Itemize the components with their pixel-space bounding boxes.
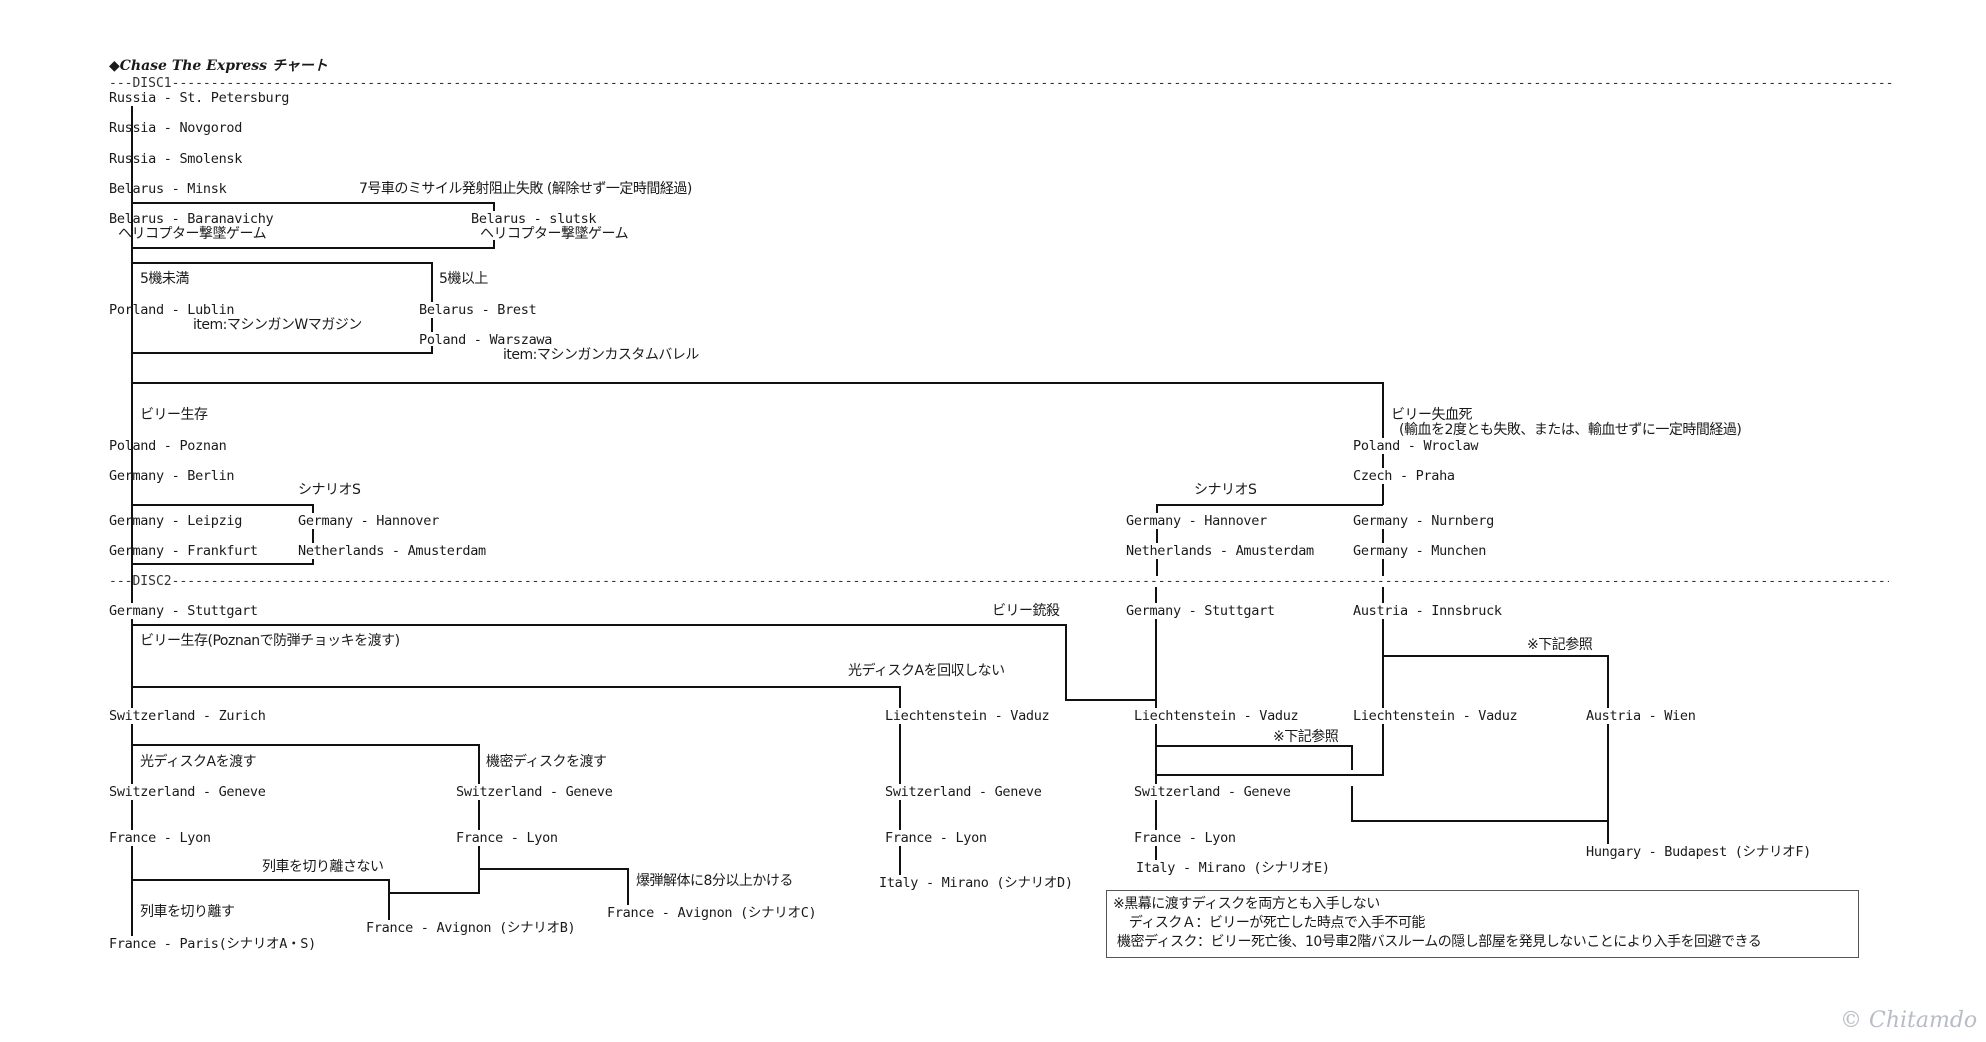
label-give-disc-a: 光ディスクAを渡す — [140, 754, 257, 770]
node-mirano-d: Italy - Mirano (シナリオD) — [879, 875, 1073, 891]
label-heli-game-2: ヘリコプター撃墜ゲーム — [480, 226, 629, 242]
node-smolensk: Russia - Smolensk — [109, 151, 243, 167]
label-see-below-2: ※下記参照 — [1273, 729, 1339, 745]
node-avignon-c: France - Avignon (シナリオC) — [607, 905, 817, 921]
connector-merge-slutsk-back — [132, 240, 495, 249]
connector-branch-bleed — [132, 382, 1384, 438]
label-item-barrel: item:マシンガンカスタムバレル — [503, 347, 699, 363]
node-geneve-3: Switzerland - Geneve — [885, 784, 1042, 800]
node-lublin: Porland - Lublin — [109, 302, 235, 318]
label-billy-alive: ビリー生存 — [140, 407, 208, 423]
connector-branch-wien — [1383, 655, 1609, 708]
connector-branch-keep-train — [132, 879, 390, 893]
node-hannover-2: Germany - Hannover — [1126, 513, 1267, 529]
node-geneve-4: Switzerland - Geneve — [1134, 784, 1291, 800]
footnote-line-1: ※黒幕に渡すディスクを両方とも入手しない — [1113, 896, 1380, 912]
label-under-5: 5機未満 — [140, 271, 189, 287]
node-vaduz-3: Liechtenstein - Vaduz — [1353, 708, 1518, 724]
label-bomb-8min: 爆弾解体に8分以上かける — [636, 873, 793, 889]
node-budapest: Hungary - Budapest (シナリオF) — [1586, 844, 1812, 860]
node-warszawa: Poland - Warszawa — [419, 332, 553, 348]
node-stuttgart-1: Germany - Stuttgart — [109, 603, 258, 619]
connector-merge-warszawa — [132, 346, 433, 354]
copyright-watermark: © Chitamdo — [1840, 1008, 1978, 1033]
node-praha: Czech - Praha — [1353, 468, 1455, 484]
node-amsterdam-2: Netherlands - Amusterdam — [1126, 543, 1314, 559]
connector-branch-secret-disc — [132, 744, 480, 784]
node-berlin: Germany - Berlin — [109, 468, 235, 484]
node-frankfurt: Germany - Frankfurt — [109, 543, 258, 559]
node-hannover-1: Germany - Hannover — [298, 513, 439, 529]
node-mirano-e: Italy - Mirano (シナリオE) — [1136, 860, 1330, 876]
node-innsbruck: Austria - Innsbruck — [1353, 603, 1502, 619]
node-avignon-b: France - Avignon (シナリオB) — [366, 920, 576, 936]
node-novgorod: Russia - Novgorod — [109, 120, 243, 136]
label-over-5: 5機以上 — [439, 271, 488, 287]
label-missile-fail: 7号車のミサイル発射阻止失敗 (解除せず一定時間経過) — [359, 181, 692, 197]
connector-branch-brest — [132, 262, 433, 302]
node-geneve-1: Switzerland - Geneve — [109, 784, 266, 800]
node-poznan: Poland - Poznan — [109, 438, 227, 454]
label-billy-bleed: ビリー失血死 — [1391, 407, 1473, 423]
label-give-secret-disc: 機密ディスクを渡す — [486, 754, 607, 770]
connector-bleed-scenario-s — [1156, 504, 1383, 513]
title-text: Chase The Express チャート — [119, 58, 328, 74]
footnote-line-3: 機密ディスク：ビリー死亡後、10号車2階バスルームの隠し部屋を発見しないことによ… — [1113, 934, 1762, 950]
connector-lyon2-down — [388, 846, 480, 920]
node-lyon-3: France - Lyon — [885, 830, 987, 846]
disc1-separator: ---DISC1--------------------------------… — [109, 77, 1894, 91]
node-wien: Austria - Wien — [1586, 708, 1696, 724]
diamond-icon: ◆ — [109, 58, 120, 74]
node-stuttgart-2: Germany - Stuttgart — [1126, 603, 1275, 619]
node-amsterdam-1: Netherlands - Amusterdam — [298, 543, 486, 559]
chart-title: ◆Chase The Express チャート — [109, 55, 328, 75]
footnote-box: ※黒幕に渡すディスクを両方とも入手しない ディスクＡ：ビリーが死亡した時点で入手… — [1106, 890, 1859, 958]
label-no-disc-a: 光ディスクAを回収しない — [848, 663, 1005, 679]
node-leipzig: Germany - Leipzig — [109, 513, 243, 529]
node-munchen: Germany - Munchen — [1353, 543, 1487, 559]
label-scenario-s-1: シナリオS — [298, 482, 361, 498]
dash-fill: ----------------------------------------… — [171, 77, 1894, 91]
label-scenario-s-2: シナリオS — [1194, 482, 1257, 498]
label-keep-train: 列車を切り離さない — [262, 859, 384, 875]
node-wroclaw: Poland - Wroclaw — [1353, 438, 1479, 454]
disc2-separator: ---DISC2--------------------------------… — [109, 575, 1889, 589]
connector-branch-bomb — [479, 868, 629, 905]
connector-branch-see-below — [1156, 745, 1353, 770]
connector-vaduz3-down — [1156, 724, 1384, 776]
connector-branch-scenario-s — [132, 504, 314, 513]
node-vaduz-2: Liechtenstein - Vaduz — [1134, 708, 1299, 724]
node-baranavichy: Belarus - Baranavichy — [109, 211, 274, 227]
node-geneve-2: Switzerland - Geneve — [456, 784, 613, 800]
label-billy-alive-vest: ビリー生存(Poznanで防弾チョッキを渡す) — [140, 633, 400, 649]
node-vaduz-1: Liechtenstein - Vaduz — [885, 708, 1050, 724]
node-lyon-1: France - Lyon — [109, 830, 211, 846]
node-st-petersburg: Russia - St. Petersburg — [109, 90, 290, 106]
connector-branch-slutsk — [132, 202, 495, 211]
label-heli-game-1: ヘリコプター撃墜ゲーム — [118, 226, 267, 242]
connector-branch-billy-shot — [132, 624, 1156, 701]
connector-merge-amsterdam1 — [132, 559, 314, 565]
node-slutsk: Belarus - slutsk — [471, 211, 597, 227]
node-brest: Belarus - Brest — [419, 302, 537, 318]
label-item-magazine: item:マシンガンWマガジン — [193, 317, 362, 333]
label-billy-shot: ビリー銃殺 — [992, 603, 1060, 619]
node-zurich: Switzerland - Zurich — [109, 708, 266, 724]
connector-see-below-to-budapest — [1351, 786, 1608, 822]
footnote-line-2: ディスクＡ：ビリーが死亡した時点で入手不可能 — [1113, 915, 1426, 931]
label-see-below-1: ※下記参照 — [1527, 637, 1593, 653]
dash-fill: ----------------------------------------… — [171, 575, 1889, 589]
label-detach-train: 列車を切り離す — [140, 904, 235, 920]
node-minsk: Belarus - Minsk — [109, 181, 227, 197]
node-lyon-2: France - Lyon — [456, 830, 558, 846]
node-lyon-4: France - Lyon — [1134, 830, 1236, 846]
node-nurnberg: Germany - Nurnberg — [1353, 513, 1494, 529]
label-billy-bleed-note: (輸血を2度とも失敗、または、輸血せずに一定時間経過) — [1399, 422, 1742, 438]
node-paris: France - Paris(シナリオA・S) — [109, 936, 316, 952]
connector-branch-no-disc-a — [132, 686, 901, 708]
